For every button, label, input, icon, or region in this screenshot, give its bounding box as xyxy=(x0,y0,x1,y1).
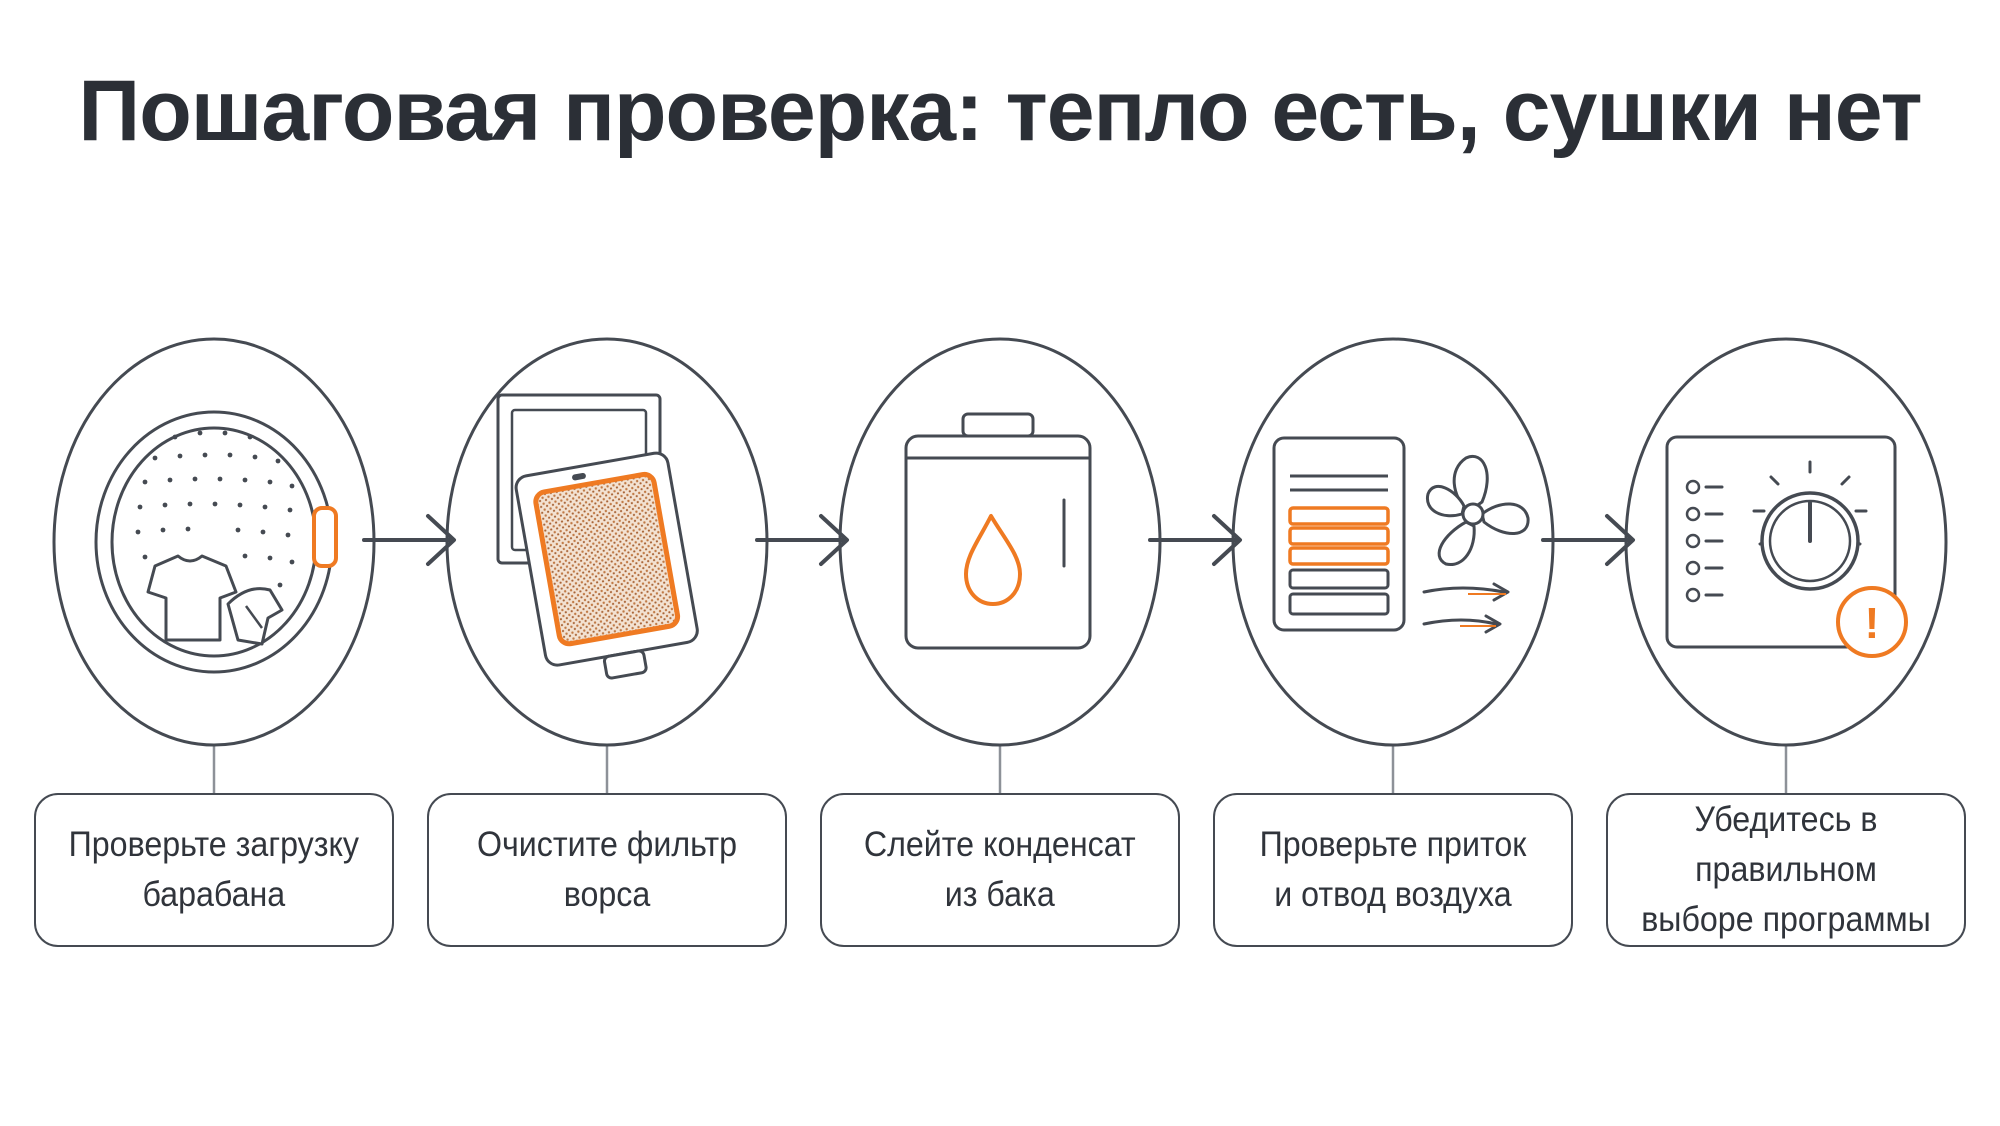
washer-drum-icon xyxy=(94,410,338,674)
arrow-right-icon xyxy=(1541,514,1635,566)
water-tank-icon xyxy=(904,412,1092,650)
arrow-right-icon xyxy=(362,514,456,566)
lint-filter-icon xyxy=(496,393,699,680)
step-box-2: Очистите фильтр ворса xyxy=(427,793,787,947)
connector-lines xyxy=(212,745,1788,793)
air-flow-icon xyxy=(1272,436,1530,634)
fan-icon xyxy=(1425,454,1530,566)
warning-mark: ! xyxy=(1865,599,1880,648)
arrow-right-icon xyxy=(755,514,849,566)
warning-icon: ! xyxy=(1836,586,1908,658)
arrow-right-icon xyxy=(1148,514,1242,566)
step-label: Очистите фильтр ворса xyxy=(476,825,738,914)
program-panel-icon: ! xyxy=(1665,435,1908,658)
page-title: Пошаговая проверка: тепло есть, сушки не… xyxy=(78,63,1922,159)
arrows xyxy=(362,514,1635,566)
